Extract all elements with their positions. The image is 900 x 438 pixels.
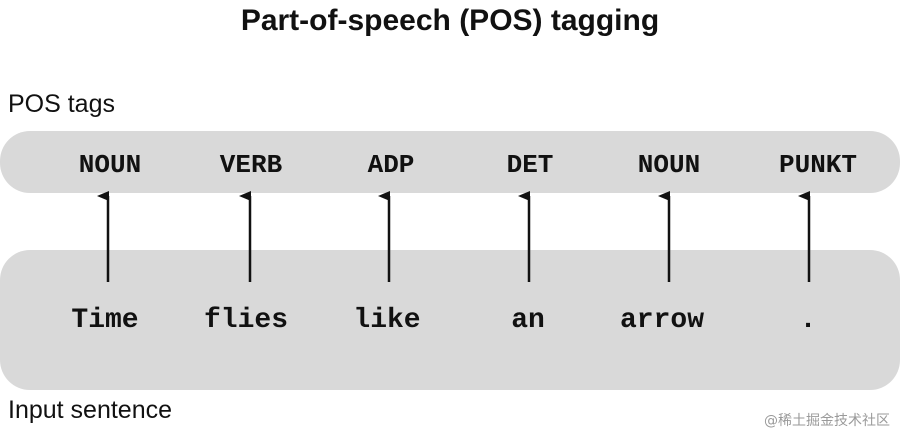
pos-tags-label: POS tags — [8, 90, 115, 118]
input-word-6: . — [799, 305, 817, 336]
input-word-2: flies — [203, 305, 288, 336]
input-sentence-label: Input sentence — [8, 396, 173, 424]
watermark: @稀土掘金技术社区 — [764, 413, 890, 429]
pos-tag-6: PUNKT — [778, 150, 857, 180]
input-word-1: Time — [71, 305, 139, 336]
input-word-5: arrow — [619, 305, 704, 336]
pos-tag-5: NOUN — [637, 150, 701, 180]
input-sentence-band — [0, 250, 900, 390]
input-word-4: an — [511, 305, 545, 336]
pos-tag-2: VERB — [219, 150, 283, 180]
input-word-3: like — [353, 305, 421, 336]
pos-tags-band — [0, 131, 900, 193]
pos-tag-3: ADP — [367, 150, 415, 180]
pos-tag-1: NOUN — [78, 150, 142, 180]
pos-tag-4: DET — [506, 150, 554, 180]
diagram-title: Part-of-speech (POS) tagging — [240, 4, 660, 37]
